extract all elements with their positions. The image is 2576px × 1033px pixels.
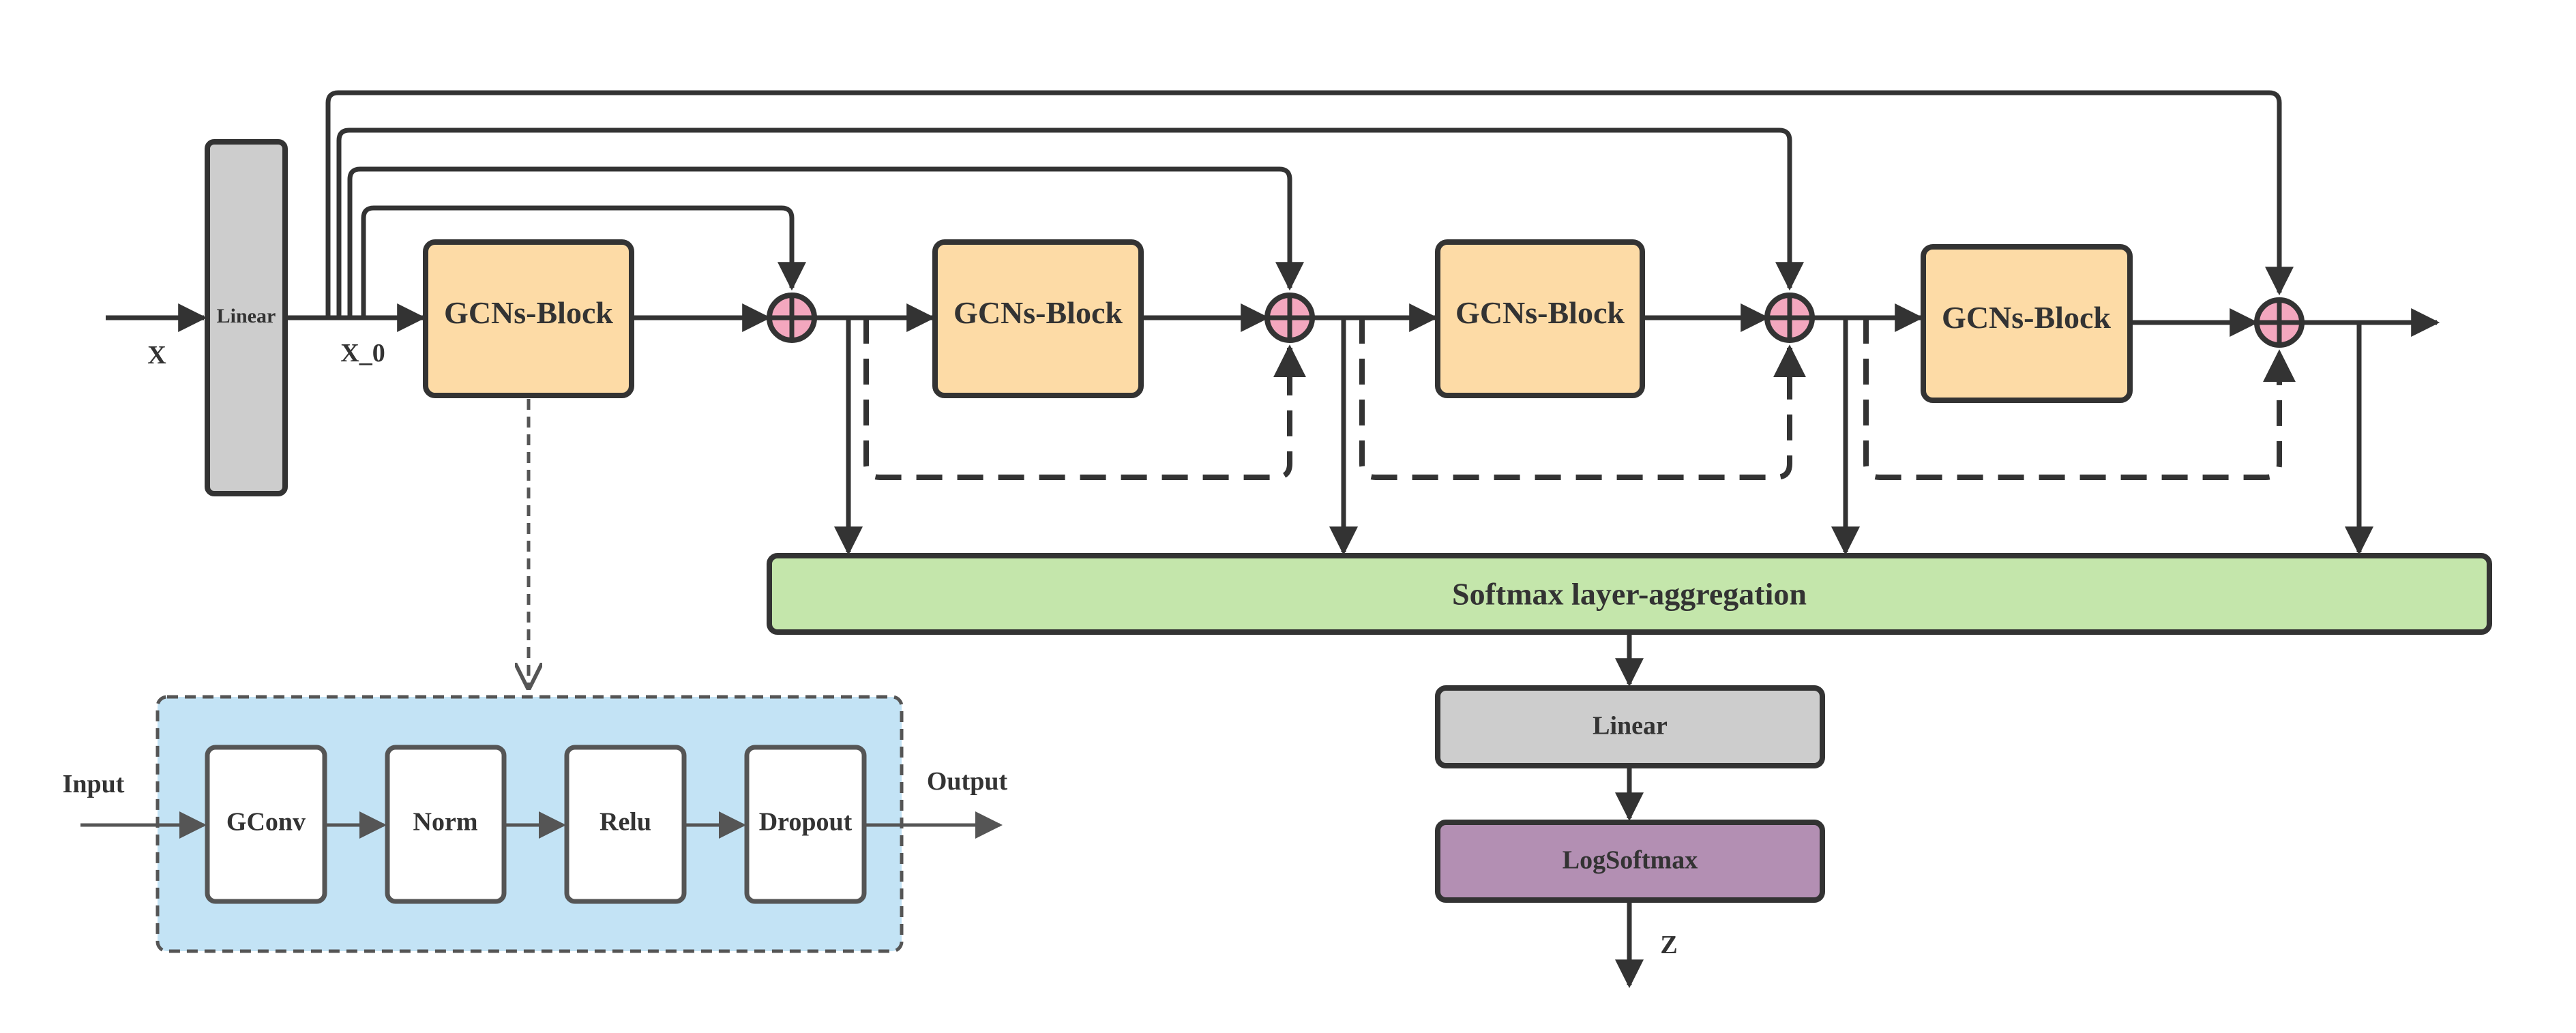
dashed-residual-2 xyxy=(1359,318,1806,480)
skip-connection-2 xyxy=(347,166,1304,317)
skip-connection-4 xyxy=(325,90,2294,317)
output-linear-label: Linear xyxy=(1593,712,1668,740)
dashed-residual-1 xyxy=(863,318,1306,480)
aggregation-inputs xyxy=(834,318,2373,556)
detail-step-gconv: GConv xyxy=(205,745,327,904)
x0-label: X_0 xyxy=(340,339,385,368)
detail-step-relu: Relu xyxy=(564,745,687,904)
softmax-aggregation: Softmax layer-aggregation xyxy=(767,553,2492,635)
dropout-box xyxy=(744,745,867,904)
block-detail-panel: Input GConv Norm Relu Dropout Output xyxy=(63,695,1008,953)
gcns-block-4-box xyxy=(1921,244,2133,403)
add-node-4 xyxy=(2254,297,2305,348)
skip-connection-3 xyxy=(336,128,1804,317)
gcns-block-4-label: GCNs-Block xyxy=(1942,300,2111,335)
output-linear-layer: Linear xyxy=(1435,685,1825,768)
detail-step-norm: Norm xyxy=(385,745,507,904)
gcns-block-3-box xyxy=(1435,239,1645,398)
gcns-block-2-label: GCNs-Block xyxy=(953,295,1123,330)
detail-input-label: Input xyxy=(63,770,125,798)
add-node-3 xyxy=(1764,293,1815,343)
gcns-block-3: GCNs-Block xyxy=(1435,239,1645,398)
gcns-block-2: GCNs-Block xyxy=(932,239,1144,398)
detail-output-label: Output xyxy=(927,767,1008,796)
gconv-box xyxy=(205,745,327,904)
gconv-label: GConv xyxy=(226,808,306,837)
gcns-block-4: GCNs-Block xyxy=(1921,244,2133,403)
gcns-block-1-box xyxy=(423,239,634,398)
input-x-label: X xyxy=(147,341,166,370)
input-linear-box xyxy=(205,139,288,496)
output-z-label: Z xyxy=(1660,931,1677,959)
gcns-block-1: GCNs-Block xyxy=(423,239,634,398)
add-node-1 xyxy=(767,293,817,343)
skip-connection-1 xyxy=(361,205,806,317)
input-linear-label: Linear xyxy=(217,305,276,327)
relu-label: Relu xyxy=(599,808,651,837)
dropout-label: Dropout xyxy=(759,808,853,837)
skip-connections xyxy=(325,90,2294,317)
gcns-block-3-label: GCNs-Block xyxy=(1455,295,1625,330)
add-node-2 xyxy=(1264,293,1315,343)
main-flow xyxy=(106,303,2440,337)
softmax-aggregation-label: Softmax layer-aggregation xyxy=(1452,577,1807,612)
relu-box xyxy=(564,745,687,904)
logsoftmax-label: LogSoftmax xyxy=(1563,846,1698,875)
norm-label: Norm xyxy=(413,808,478,837)
gcns-block-2-box xyxy=(932,239,1144,398)
logsoftmax-layer: LogSoftmax xyxy=(1435,820,1825,903)
dashed-residuals xyxy=(863,318,2296,480)
input-linear-layer: Linear xyxy=(205,139,288,496)
gcns-block-1-label: GCNs-Block xyxy=(444,295,613,330)
detail-step-dropout: Dropout xyxy=(744,745,867,904)
norm-box xyxy=(385,745,507,904)
